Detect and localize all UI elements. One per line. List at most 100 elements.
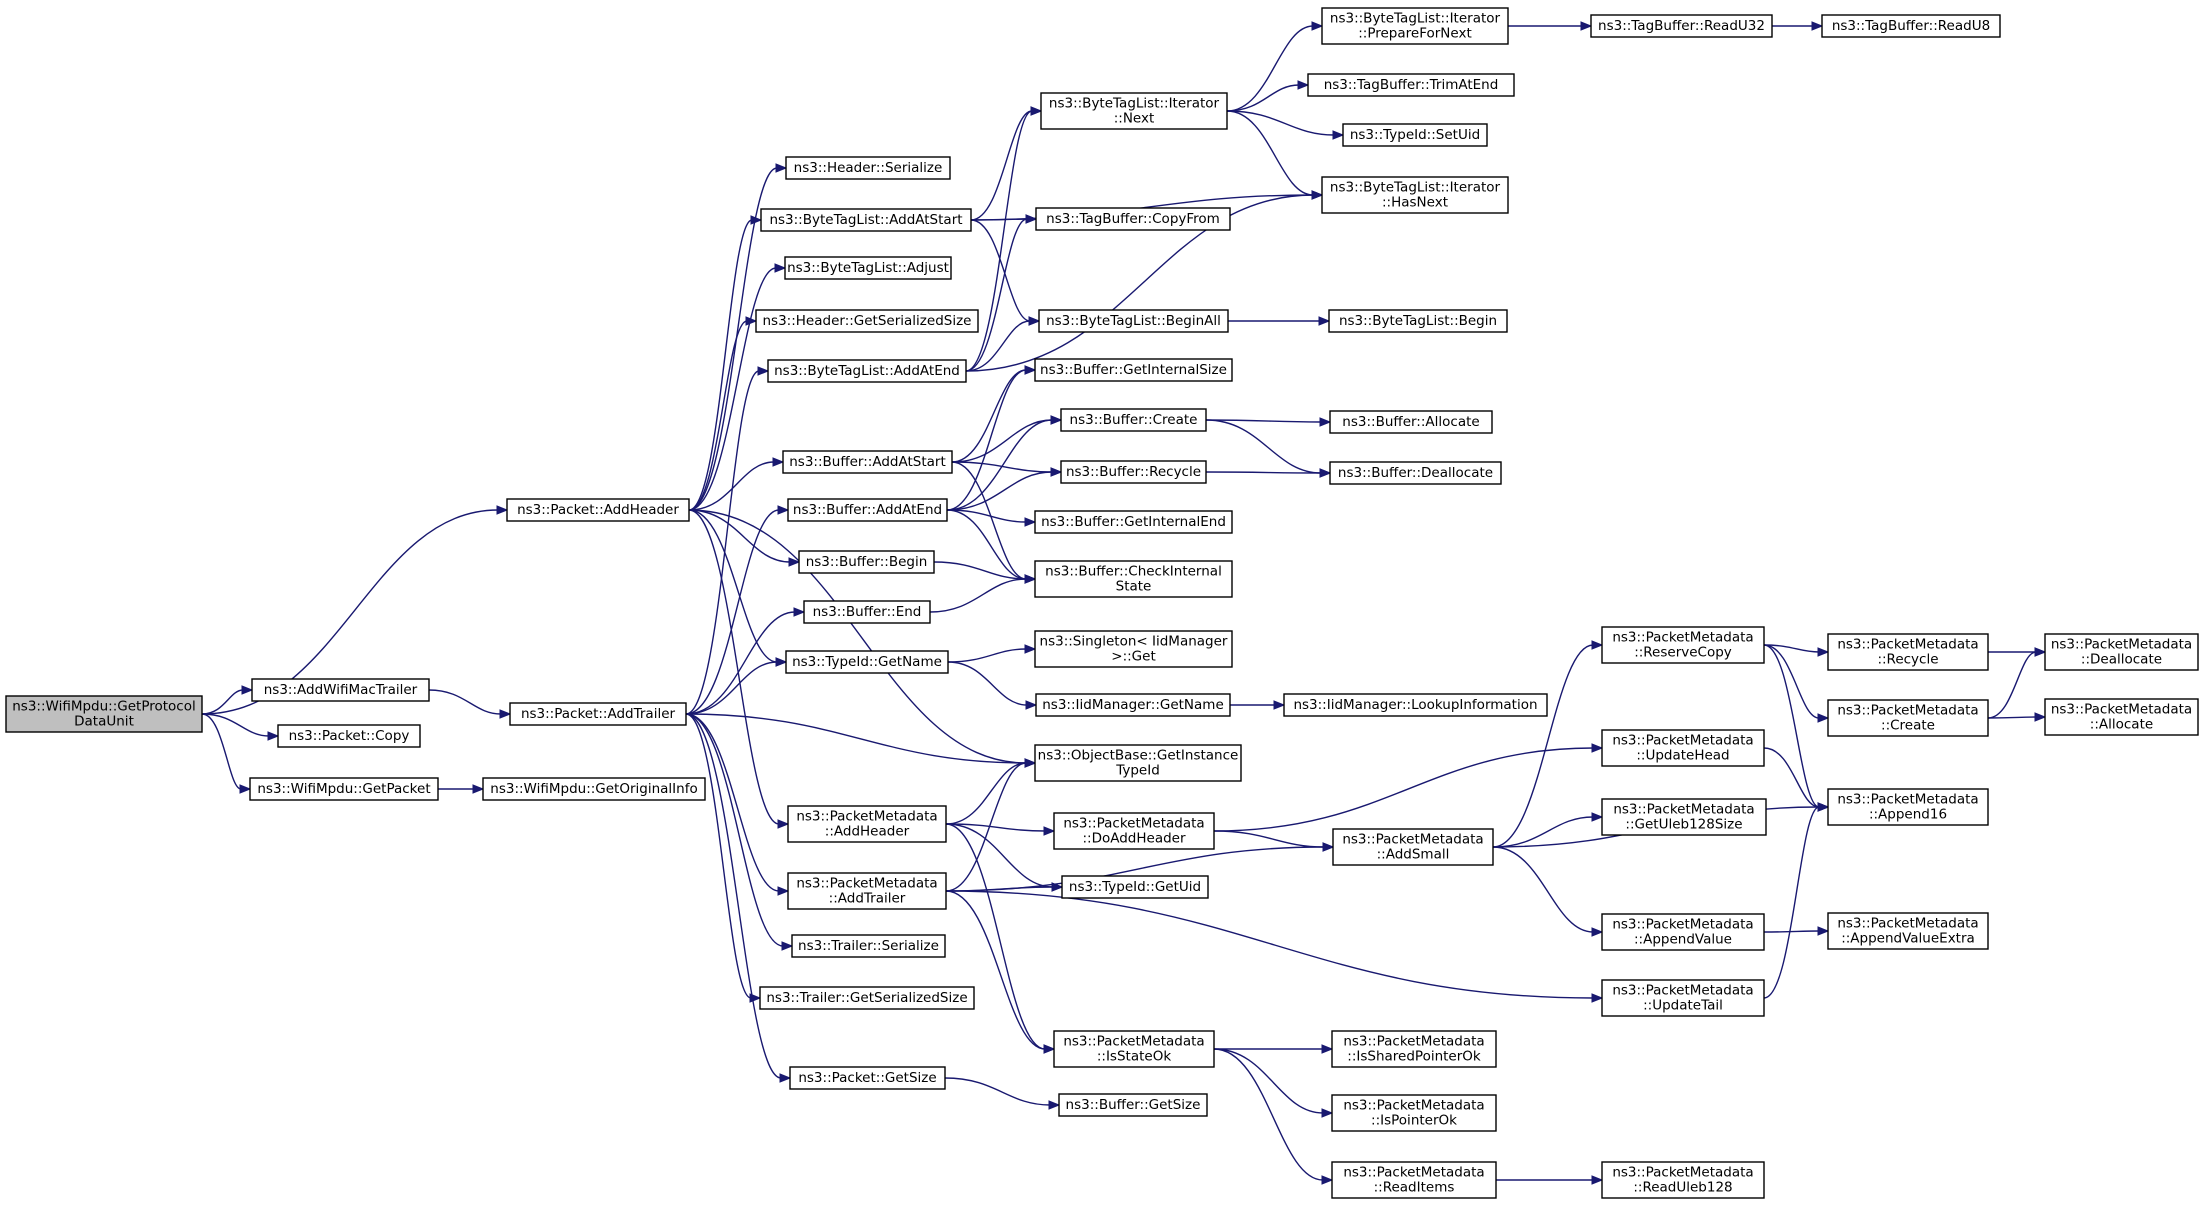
node-iidmanagergetname[interactable]: ns3::IidManager::GetName [1035,693,1231,717]
node-label: ns3::PacketMetadata [1837,916,1978,932]
node-box [1821,14,2001,38]
edge-packetaddtrailer-to-typeidgetname [685,657,788,715]
node-bufferdeallocate[interactable]: ns3::Buffer::Deallocate [1329,461,1502,485]
node-iidmanagerlookupinformation[interactable]: ns3::IidManager::LookupInformation [1283,693,1548,717]
node-tagbuffercopyfrom[interactable]: ns3::TagBuffer::CopyFrom [1035,207,1231,231]
node-box [1040,92,1228,130]
node-pmupdatehead[interactable]: ns3::PacketMetadata::UpdateHead [1601,729,1765,767]
node-tagbufferreadu32[interactable]: ns3::TagBuffer::ReadU32 [1590,14,1773,38]
node-pmdoaddheader[interactable]: ns3::PacketMetadata::DoAddHeader [1053,812,1215,850]
node-btladjust[interactable]: ns3::ByteTagList::Adjust [784,256,952,280]
node-buffergetinternalsize[interactable]: ns3::Buffer::GetInternalSize [1034,358,1233,382]
node-bufferend[interactable]: ns3::Buffer::End [803,600,931,624]
node-btlbegin[interactable]: ns3::ByteTagList::Begin [1328,309,1508,333]
node-pmgetuleb128size[interactable]: ns3::PacketMetadata::GetUleb128Size [1601,798,1767,836]
node-pmispointerok[interactable]: ns3::PacketMetadata::IsPointerOk [1331,1094,1497,1132]
node-typeidsetuid[interactable]: ns3::TypeId::SetUid [1342,123,1488,147]
node-getoriginalinfo[interactable]: ns3::WifiMpdu::GetOriginalInfo [482,777,706,801]
node-pmupdatetail[interactable]: ns3::PacketMetadata::UpdateTail [1601,979,1765,1017]
node-label: ::IsStateOk [1097,1049,1171,1065]
edge-packetaddheader-to-pmaddheader [688,509,790,829]
arrowhead [1297,80,1310,90]
arrowhead [1050,415,1063,425]
edge-packetaddheader-to-btladdatstart [688,215,763,511]
node-pmaddsmall[interactable]: ns3::PacketMetadata::AddSmall [1332,828,1494,866]
node-pmdeallocate[interactable]: ns3::PacketMetadata::Deallocate [2044,633,2199,671]
node-box [785,156,951,180]
call-edges [201,21,2047,1185]
node-bufferaddatstart[interactable]: ns3::Buffer::AddAtStart [782,450,953,474]
node-label: TypeId [1115,763,1160,779]
node-box [1331,1161,1497,1199]
node-label: ns3::PacketMetadata [1612,1165,1753,1181]
node-pmappendvalueextra[interactable]: ns3::PacketMetadata::AppendValueExtra [1827,912,1989,950]
node-tagbuffertrimatend[interactable]: ns3::TagBuffer::TrimAtEnd [1307,73,1515,97]
node-pmreaduleb128[interactable]: ns3::PacketMetadata::ReadUleb128 [1601,1161,1765,1199]
arrowhead [472,784,485,794]
node-pmreaditems[interactable]: ns3::PacketMetadata::ReadItems [1331,1161,1497,1199]
node-buffercreate[interactable]: ns3::Buffer::Create [1060,408,1207,432]
edge-pmappendvalue-to-pmappendvalueextra [1763,926,1830,936]
node-packetcopy[interactable]: ns3::Packet::Copy [277,724,421,748]
node-singletonget[interactable]: ns3::Singleton< IidManager>::Get [1034,630,1233,668]
node-packetaddtrailer[interactable]: ns3::Packet::AddTrailer [509,702,687,726]
arrowhead [267,731,280,741]
edge-packetaddtrailer-to-trailerserialize [685,713,794,951]
node-label: ::IsPointerOk [1371,1113,1457,1129]
edge-packetaddtrailer-to-packetgetsize [685,713,792,1083]
node-pmreservecopy[interactable]: ns3::PacketMetadata::ReserveCopy [1601,626,1765,664]
node-pmallocate[interactable]: ns3::PacketMetadata::Allocate [2044,698,2199,736]
node-bufferallocate[interactable]: ns3::Buffer::Allocate [1329,410,1493,434]
edge-pmreservecopy-to-pmcreate [1763,644,1830,723]
arrowhead [1024,574,1037,584]
node-btliternext[interactable]: ns3::ByteTagList::Iterator::Next [1040,92,1228,130]
node-trailergetserializedsize[interactable]: ns3::Trailer::GetSerializedSize [759,986,975,1010]
node-pmappend16[interactable]: ns3::PacketMetadata::Append16 [1827,788,1989,826]
arrowhead [1817,647,1830,657]
edge-pmisstateok-to-pmispointerok [1213,1048,1334,1118]
node-bufferaddatend[interactable]: ns3::Buffer::AddAtEnd [787,498,948,522]
node-box [791,934,946,958]
node-typeidgetuid[interactable]: ns3::TypeId::GetUid [1061,875,1209,899]
node-trailerserialize[interactable]: ns3::Trailer::Serialize [791,934,946,958]
node-btliterhasnext[interactable]: ns3::ByteTagList::Iterator::HasNext [1321,176,1509,214]
edge-bufferaddatend-to-buffercheckinternalstate [946,509,1037,584]
arrowhead [1321,1044,1334,1054]
node-bufferrecycle[interactable]: ns3::Buffer::Recycle [1060,460,1207,484]
node-pmaddheader[interactable]: ns3::PacketMetadata::AddHeader [787,805,947,843]
node-packetgetsize[interactable]: ns3::Packet::GetSize [789,1066,946,1090]
node-pmisstateok[interactable]: ns3::PacketMetadata::IsStateOk [1053,1030,1215,1068]
node-addwifimactrailer[interactable]: ns3::AddWifiMacTrailer [251,678,430,702]
node-pmappendvalue[interactable]: ns3::PacketMetadata::AppendValue [1601,913,1765,951]
node-btladdatstart[interactable]: ns3::ByteTagList::AddAtStart [760,208,972,232]
node-pmaddtrailer[interactable]: ns3::PacketMetadata::AddTrailer [787,872,947,910]
node-label: ns3::PacketMetadata [1837,703,1978,719]
node-tagbufferreadu8[interactable]: ns3::TagBuffer::ReadU8 [1821,14,2001,38]
node-box [1328,309,1508,333]
node-box [1060,408,1207,432]
node-bufferbegin[interactable]: ns3::Buffer::Begin [798,550,935,574]
node-btlbeginall[interactable]: ns3::ByteTagList::BeginAll [1038,309,1229,333]
node-box [798,550,935,574]
node-btliterpreparefornext[interactable]: ns3::ByteTagList::Iterator::PrepareForNe… [1321,7,1509,45]
node-box [1342,123,1488,147]
node-pmishsharedpointerok[interactable]: ns3::PacketMetadata::IsSharedPointerOk [1331,1030,1497,1068]
node-box [1321,176,1509,214]
node-btladdatend[interactable]: ns3::ByteTagList::AddAtEnd [767,359,967,383]
node-pmrecycle[interactable]: ns3::PacketMetadata::Recycle [1827,633,1989,671]
node-headerserialize[interactable]: ns3::Header::Serialize [785,156,951,180]
node-packetaddheader[interactable]: ns3::Packet::AddHeader [506,498,690,522]
arrowhead [1591,640,1604,650]
node-buffergetinternalend[interactable]: ns3::Buffer::GetInternalEnd [1034,510,1233,534]
node-pmcreate[interactable]: ns3::PacketMetadata::Create [1827,699,1989,737]
edge-btliterpreparefornext-to-tagbufferreadu32 [1508,21,1593,31]
node-label: ns3::TypeId::GetName [792,654,942,670]
node-buffergetsize[interactable]: ns3::Buffer::GetSize [1058,1093,1208,1117]
node-typeidgetname[interactable]: ns3::TypeId::GetName [785,650,949,674]
edge-pmdoaddheader-to-pmaddsmall [1213,830,1335,852]
node-headergetserializedsize[interactable]: ns3::Header::GetSerializedSize [755,309,979,333]
node-wifimpdugetpacket[interactable]: ns3::WifiMpdu::GetPacket [249,777,439,801]
